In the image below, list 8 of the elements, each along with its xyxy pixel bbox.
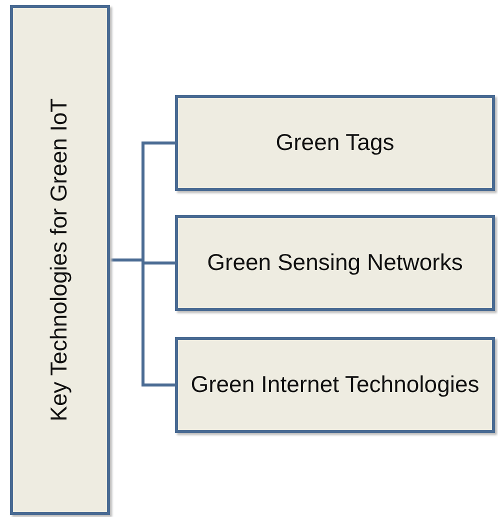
technology-box <box>175 337 495 433</box>
node-label: Green Internet Technologies <box>190 371 480 399</box>
category-box <box>10 5 110 515</box>
node-label: Green Tags <box>276 129 394 157</box>
node-label: Green Sensing Networks <box>207 249 463 277</box>
node-label: Key Technologies for Green IoT <box>46 98 74 422</box>
technology-box <box>175 215 495 311</box>
technology-box <box>175 95 495 191</box>
